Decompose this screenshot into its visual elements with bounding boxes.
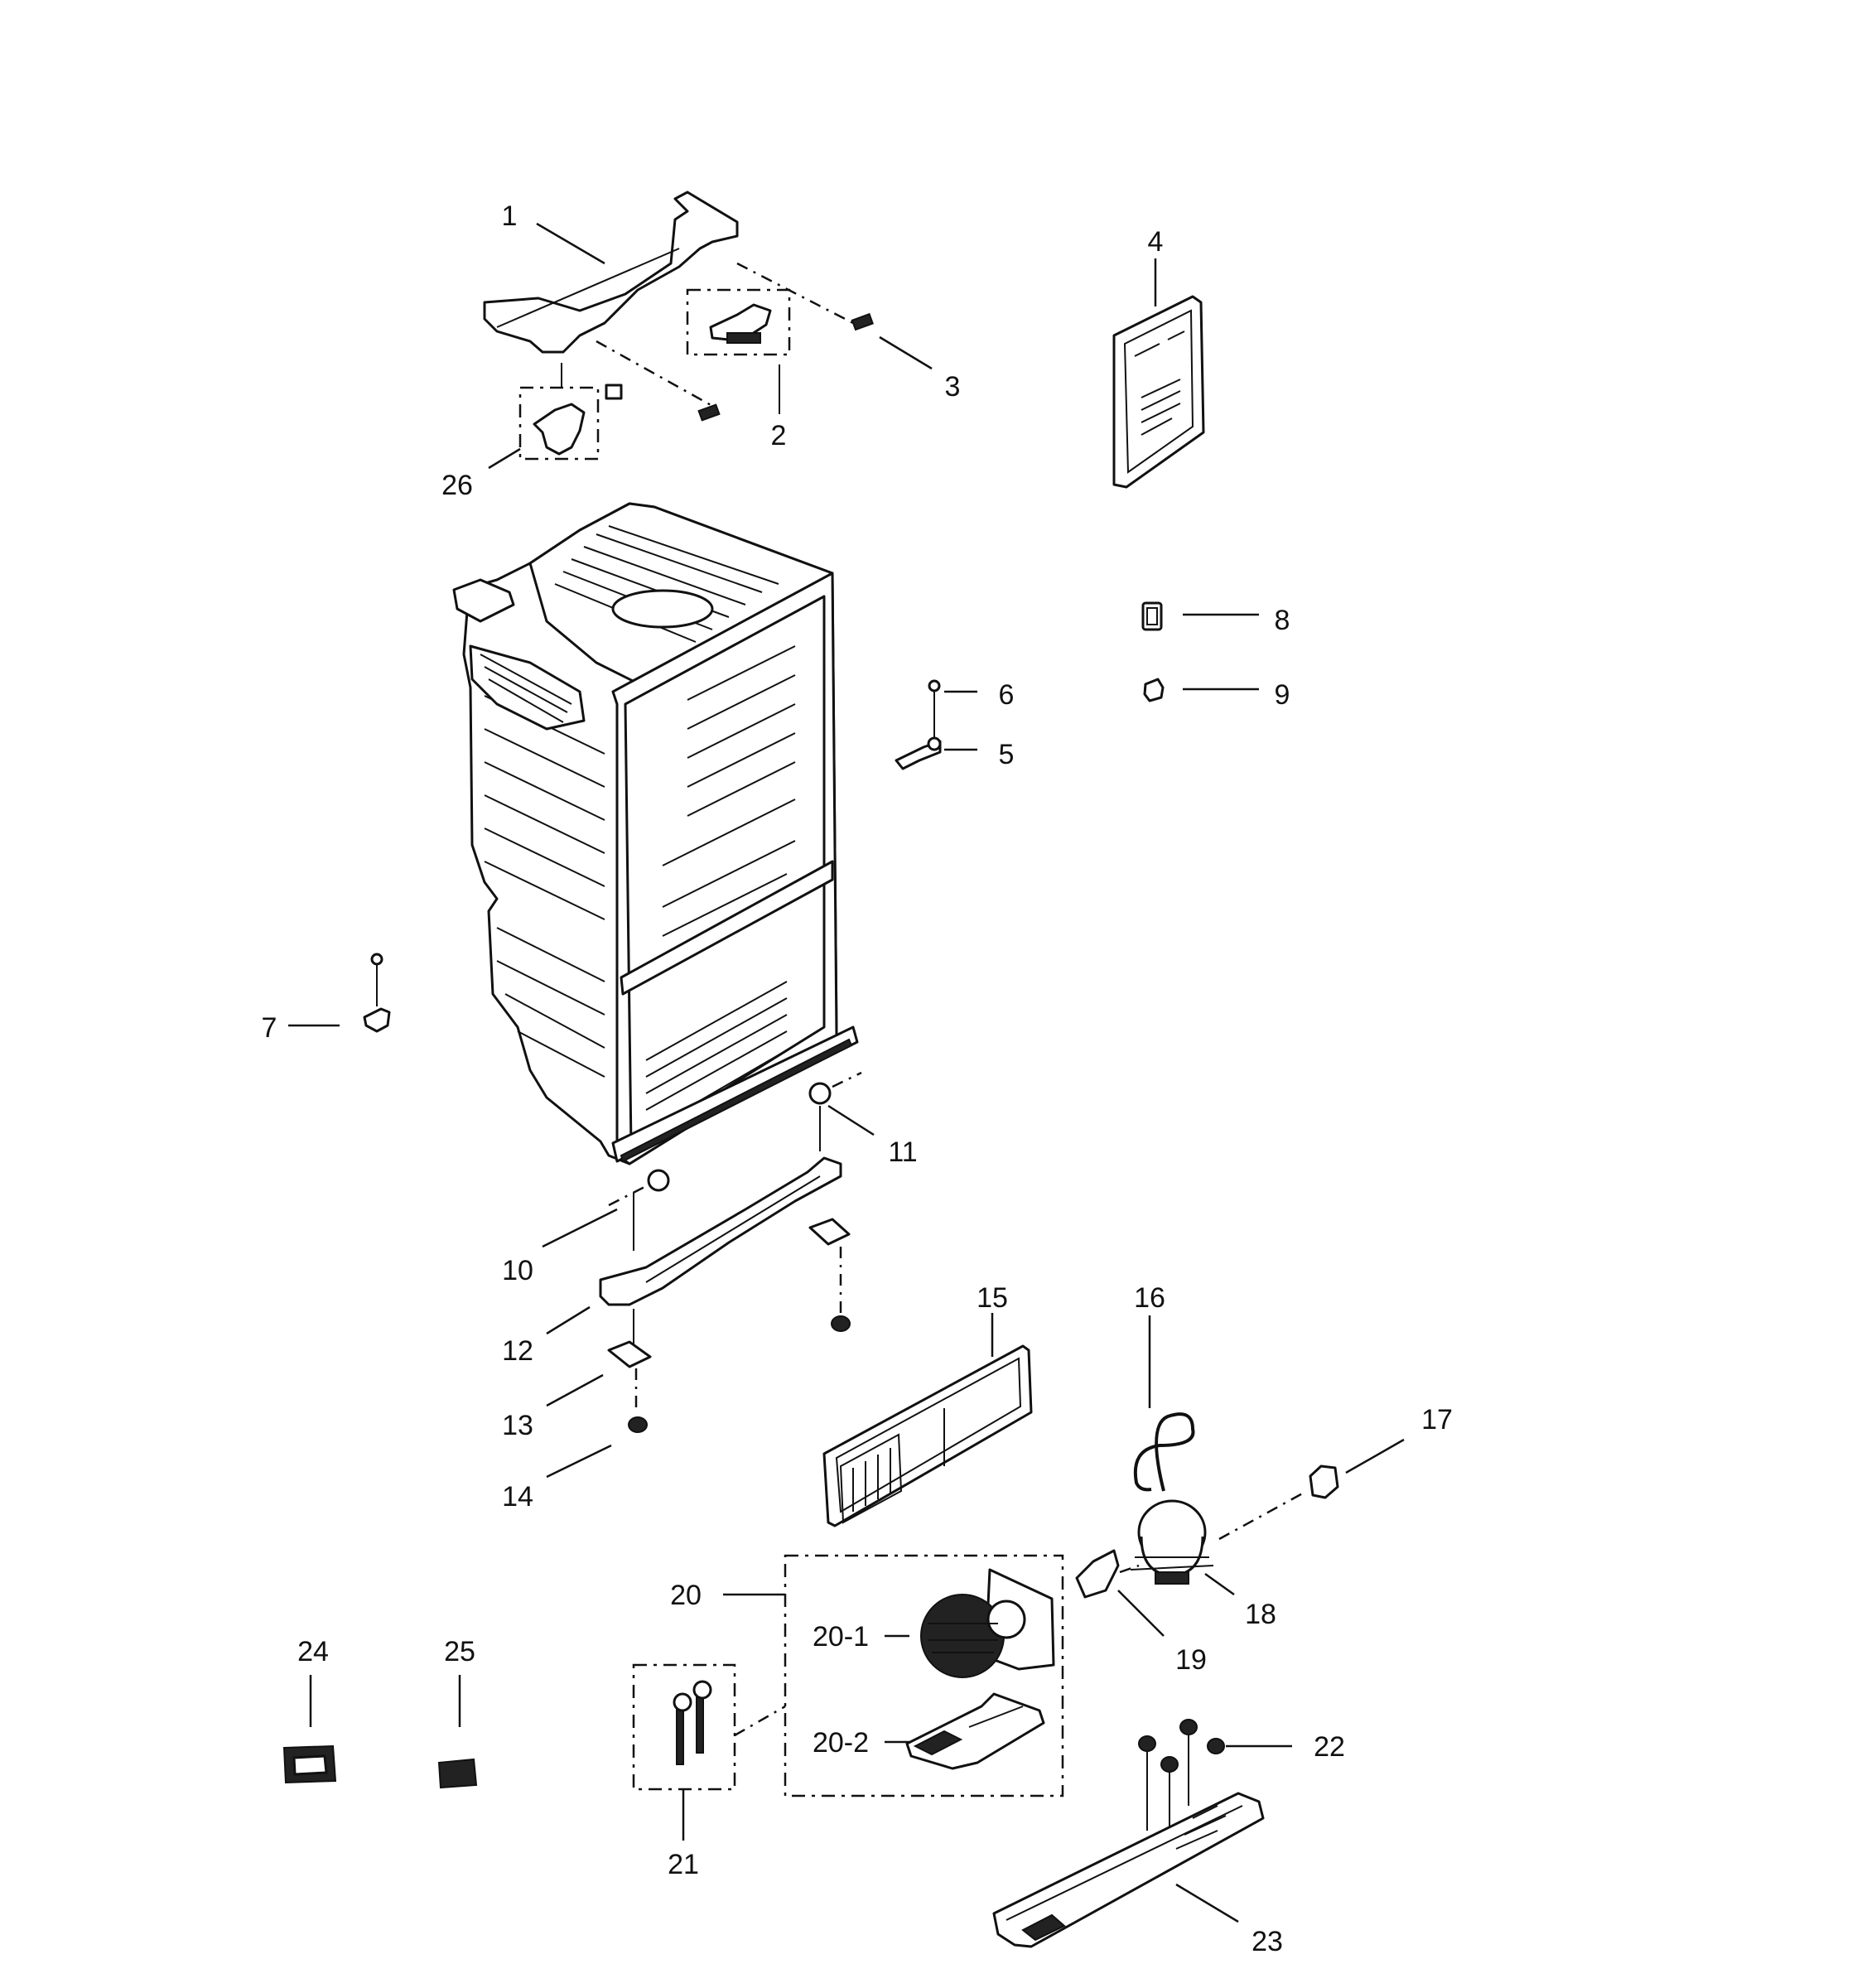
label-16: 16 <box>1134 1282 1165 1314</box>
label-20: 20 <box>670 1580 702 1611</box>
part-24-label <box>282 1744 337 1784</box>
part-15-cover <box>822 1344 1033 1527</box>
part-23-base-plate <box>992 1792 1265 1948</box>
part-8-gasket <box>1141 601 1163 631</box>
part-13-plate <box>607 1340 652 1368</box>
dashline-21-20 <box>734 1705 786 1737</box>
cabinet-body <box>452 502 859 1165</box>
label-3: 3 <box>945 371 961 403</box>
dashline-2-3 <box>736 262 854 325</box>
label-25: 25 <box>444 1636 475 1667</box>
part-18-compressor <box>1130 1499 1214 1585</box>
label-12: 12 <box>502 1335 533 1367</box>
part-14-cap <box>628 1416 648 1433</box>
label-23: 23 <box>1251 1926 1283 1957</box>
part-5-bracket <box>895 736 942 770</box>
label-10: 10 <box>502 1255 533 1286</box>
label-7: 7 <box>262 1012 277 1044</box>
label-13: 13 <box>502 1410 533 1441</box>
part-3-spacer <box>851 312 874 331</box>
part-16-tube <box>1133 1412 1195 1492</box>
part-17-relay <box>1309 1464 1339 1499</box>
foot-plate-right <box>808 1218 851 1246</box>
part-12-rail <box>599 1156 842 1306</box>
part-10-roller <box>608 1169 670 1251</box>
leader-26 <box>488 447 521 470</box>
label-8: 8 <box>1275 605 1290 636</box>
dashline-26 <box>596 340 713 408</box>
part-25-label <box>437 1758 478 1789</box>
label-20-2: 20-2 <box>813 1727 869 1759</box>
label-11: 11 <box>888 1136 917 1168</box>
part-6-screw <box>928 679 941 737</box>
leader-19 <box>1117 1590 1165 1637</box>
part-1-top-bracket <box>483 191 739 354</box>
label-18: 18 <box>1245 1599 1276 1630</box>
leader-14 <box>546 1444 612 1479</box>
label-21: 21 <box>668 1849 699 1880</box>
part-20-assembly-box <box>784 1554 1064 1797</box>
label-1: 1 <box>502 200 518 232</box>
leader-13 <box>546 1373 604 1407</box>
part-20-2-bracket <box>905 1692 1045 1770</box>
part-11-roller <box>808 1071 862 1151</box>
label-2: 2 <box>771 420 787 451</box>
label-26: 26 <box>441 470 473 501</box>
leader-12 <box>546 1305 591 1335</box>
label-24: 24 <box>297 1636 329 1667</box>
label-5: 5 <box>999 739 1015 770</box>
label-20-1: 20-1 <box>813 1621 869 1653</box>
part-9-cap <box>1143 678 1165 702</box>
dashline-17 <box>1218 1489 1308 1541</box>
leader-17 <box>1345 1438 1405 1474</box>
part-19-shield <box>1075 1549 1120 1599</box>
part-20-1-fan-motor <box>920 1568 1055 1678</box>
leader-10 <box>542 1208 618 1248</box>
part-26-hinge <box>518 384 623 461</box>
label-4: 4 <box>1148 226 1164 258</box>
label-6: 6 <box>999 679 1015 711</box>
label-14: 14 <box>502 1481 533 1513</box>
leader-3 <box>879 335 933 370</box>
leader-11 <box>827 1104 875 1136</box>
leader-23 <box>1175 1883 1239 1923</box>
part-2-hinge <box>686 288 791 356</box>
label-15: 15 <box>977 1282 1008 1314</box>
label-19: 19 <box>1175 1644 1207 1676</box>
part-4-panel <box>1112 295 1205 489</box>
part-21-bolts <box>673 1680 712 1765</box>
label-22: 22 <box>1314 1731 1345 1763</box>
part-7-bracket <box>363 953 391 1033</box>
label-9: 9 <box>1275 679 1290 711</box>
leader-1 <box>536 222 605 265</box>
leader-18 <box>1204 1572 1235 1596</box>
label-17: 17 <box>1421 1404 1453 1436</box>
foot-cap-right <box>831 1315 851 1332</box>
